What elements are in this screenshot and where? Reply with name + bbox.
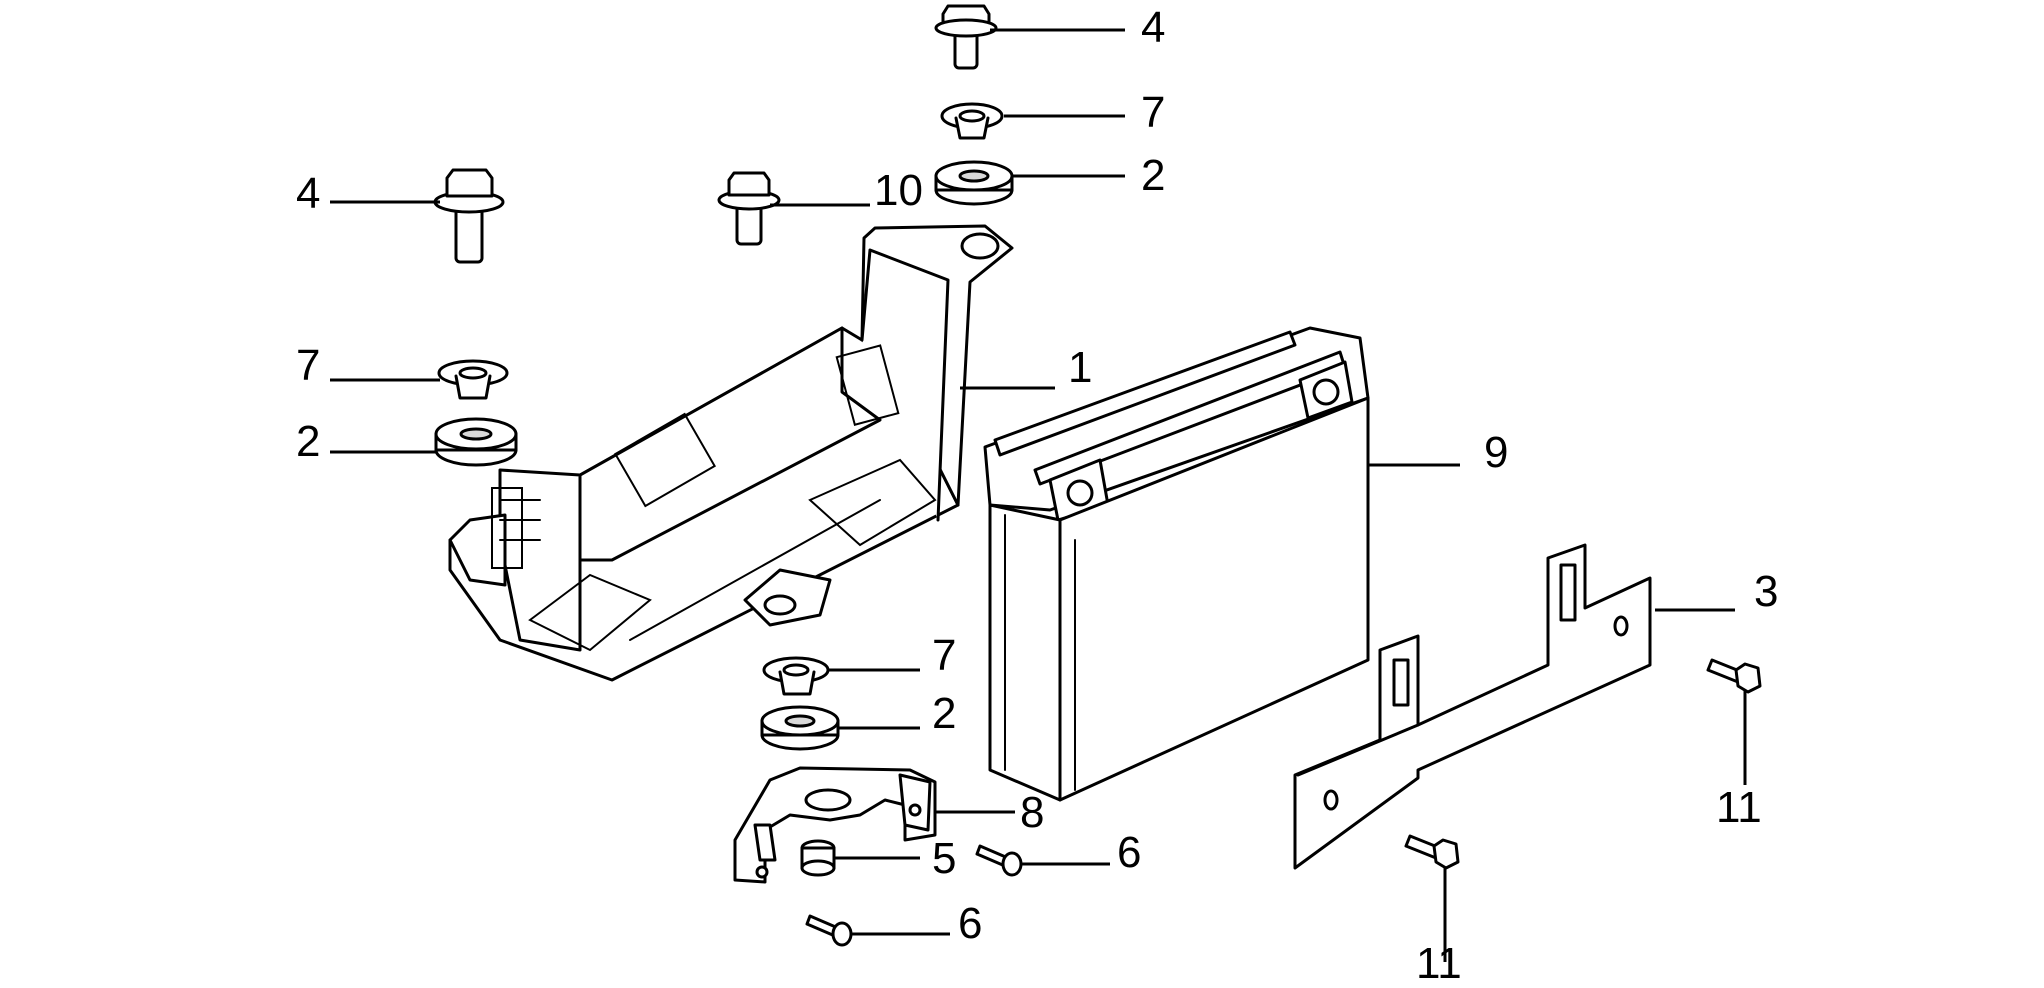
screw-part-6-lower	[805, 914, 853, 947]
bolt-part-11-right	[1706, 658, 1762, 694]
callout-3: 3	[1754, 567, 1778, 616]
callout-2-left: 2	[296, 417, 320, 466]
grommet-part-2-left	[434, 417, 518, 467]
callout-6-lower: 6	[958, 899, 982, 948]
collar-part-7-top	[940, 102, 1004, 140]
callout-4-top: 4	[1141, 3, 1165, 52]
callout-7-top: 7	[1141, 88, 1165, 137]
battery-part-9	[983, 326, 1370, 802]
callout-4-left: 4	[296, 169, 320, 218]
callout-10: 10	[874, 166, 923, 215]
callout-11-bottom: 11	[1416, 939, 1462, 988]
callout-5: 5	[932, 834, 956, 883]
bolt-part-4-top	[934, 4, 998, 70]
grommet-part-2-top	[934, 160, 1014, 206]
leader-lines	[330, 28, 1747, 962]
nut-part-5	[800, 839, 836, 877]
callout-6-upper: 6	[1117, 828, 1141, 877]
callout-labels: 4 7 2 4 10 7 2 1 9 3 7 2 8 5 6 6 11 11	[296, 3, 1778, 988]
collar-part-7-left	[437, 359, 509, 400]
battery-strap-part-3	[1293, 543, 1652, 870]
bolt-part-4-left	[433, 168, 505, 264]
callout-2-bottom: 2	[932, 689, 956, 738]
collar-part-7-bottom	[762, 656, 830, 696]
callout-7-bottom: 7	[932, 631, 956, 680]
callout-1: 1	[1068, 343, 1092, 392]
callout-7-left: 7	[296, 341, 320, 390]
callout-2-top: 2	[1141, 151, 1165, 200]
screw-part-6-upper	[975, 844, 1023, 877]
bolt-part-11-bottom	[1404, 834, 1460, 870]
bolt-part-10	[717, 171, 781, 246]
battery-tray-part-1	[448, 224, 1014, 682]
callout-8: 8	[1020, 788, 1044, 837]
callout-9: 9	[1484, 428, 1508, 477]
callout-11-right: 11	[1716, 783, 1762, 832]
grommet-part-2-bottom	[760, 705, 840, 751]
bracket-part-8	[733, 766, 937, 884]
